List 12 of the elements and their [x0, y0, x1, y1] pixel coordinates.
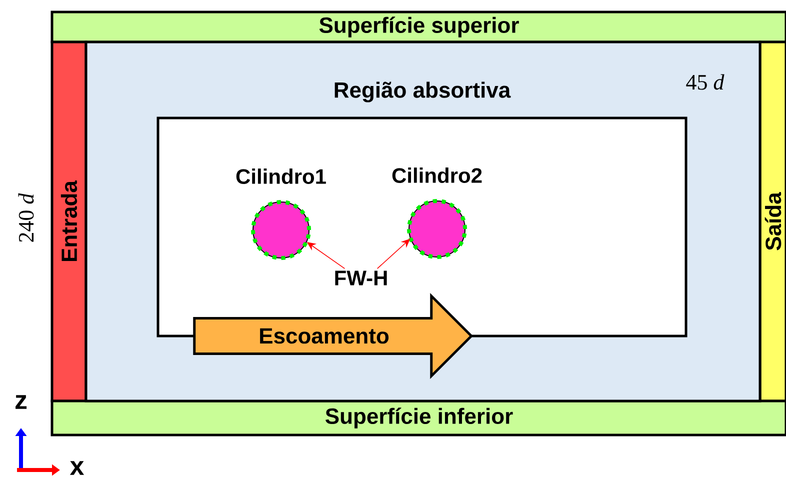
axis-label: z — [16, 395, 27, 409]
boundary-band: Entrada — [50, 40, 88, 402]
boundary-band: Superfície superior — [50, 10, 786, 44]
cylinder: Cilindro2 — [392, 168, 482, 259]
node-label: Cilindro2 — [392, 168, 482, 183]
dimension-label: 45 d — [686, 74, 724, 90]
probe-label: FW-H — [335, 270, 387, 286]
axis-label: x — [70, 461, 84, 475]
boundary-band: Saída — [758, 40, 786, 402]
boundary-band: Superfície inferior — [50, 400, 786, 436]
node-label: Cilindro1 — [236, 168, 326, 184]
cylinder: Cilindro1 — [236, 168, 326, 260]
